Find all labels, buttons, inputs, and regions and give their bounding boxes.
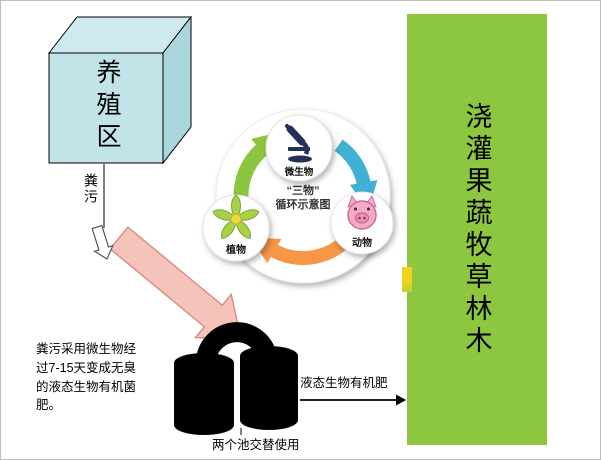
tank-connector-arch: [196, 322, 277, 362]
microbe-node: 微生物: [265, 114, 333, 182]
process-note: 粪污采用微生物经 过7-15天变成无臭 的液态生物有机菌 肥。: [36, 342, 137, 413]
plant-node: 植物: [202, 194, 270, 262]
plant-label: 植物: [225, 243, 246, 256]
three-cycle-diagram: “三物” 循环示意图 微生物: [202, 108, 394, 284]
microbe-label: 微生物: [284, 166, 314, 178]
flower-icon: [212, 194, 260, 239]
yellow-notch: [402, 267, 412, 292]
fertilizer-arrowhead: [396, 394, 406, 406]
tank-right: [240, 346, 298, 430]
tanks-caption: 两个池交替使用: [212, 438, 300, 452]
cycle-arrow-microbe-to-animal: [334, 139, 378, 211]
animal-label: 动物: [352, 236, 372, 249]
fertilizer-label: 液态生物有机肥: [300, 376, 388, 390]
irrigation-text: 浇灌果蔬牧草林木: [461, 101, 492, 358]
fermentation-tanks: [174, 322, 298, 435]
fertilizer-arrow: [300, 394, 406, 406]
tank-left: [174, 353, 234, 435]
pig-icon: [347, 194, 377, 230]
cycle-title-line2: 循环示意图: [276, 197, 331, 211]
small-down-arrow: [91, 224, 114, 260]
animal-node: 动物: [330, 191, 394, 255]
irrigation-panel: 浇灌果蔬牧草林木: [407, 14, 547, 445]
box-front-face: [48, 52, 164, 164]
breeding-area-label: 养殖区: [93, 59, 120, 155]
breeding-area-box: [47, 15, 193, 165]
microscope-icon: [285, 124, 312, 163]
cycle-title-line1: “三物”: [287, 183, 320, 197]
manure-label: 粪污: [83, 173, 99, 205]
